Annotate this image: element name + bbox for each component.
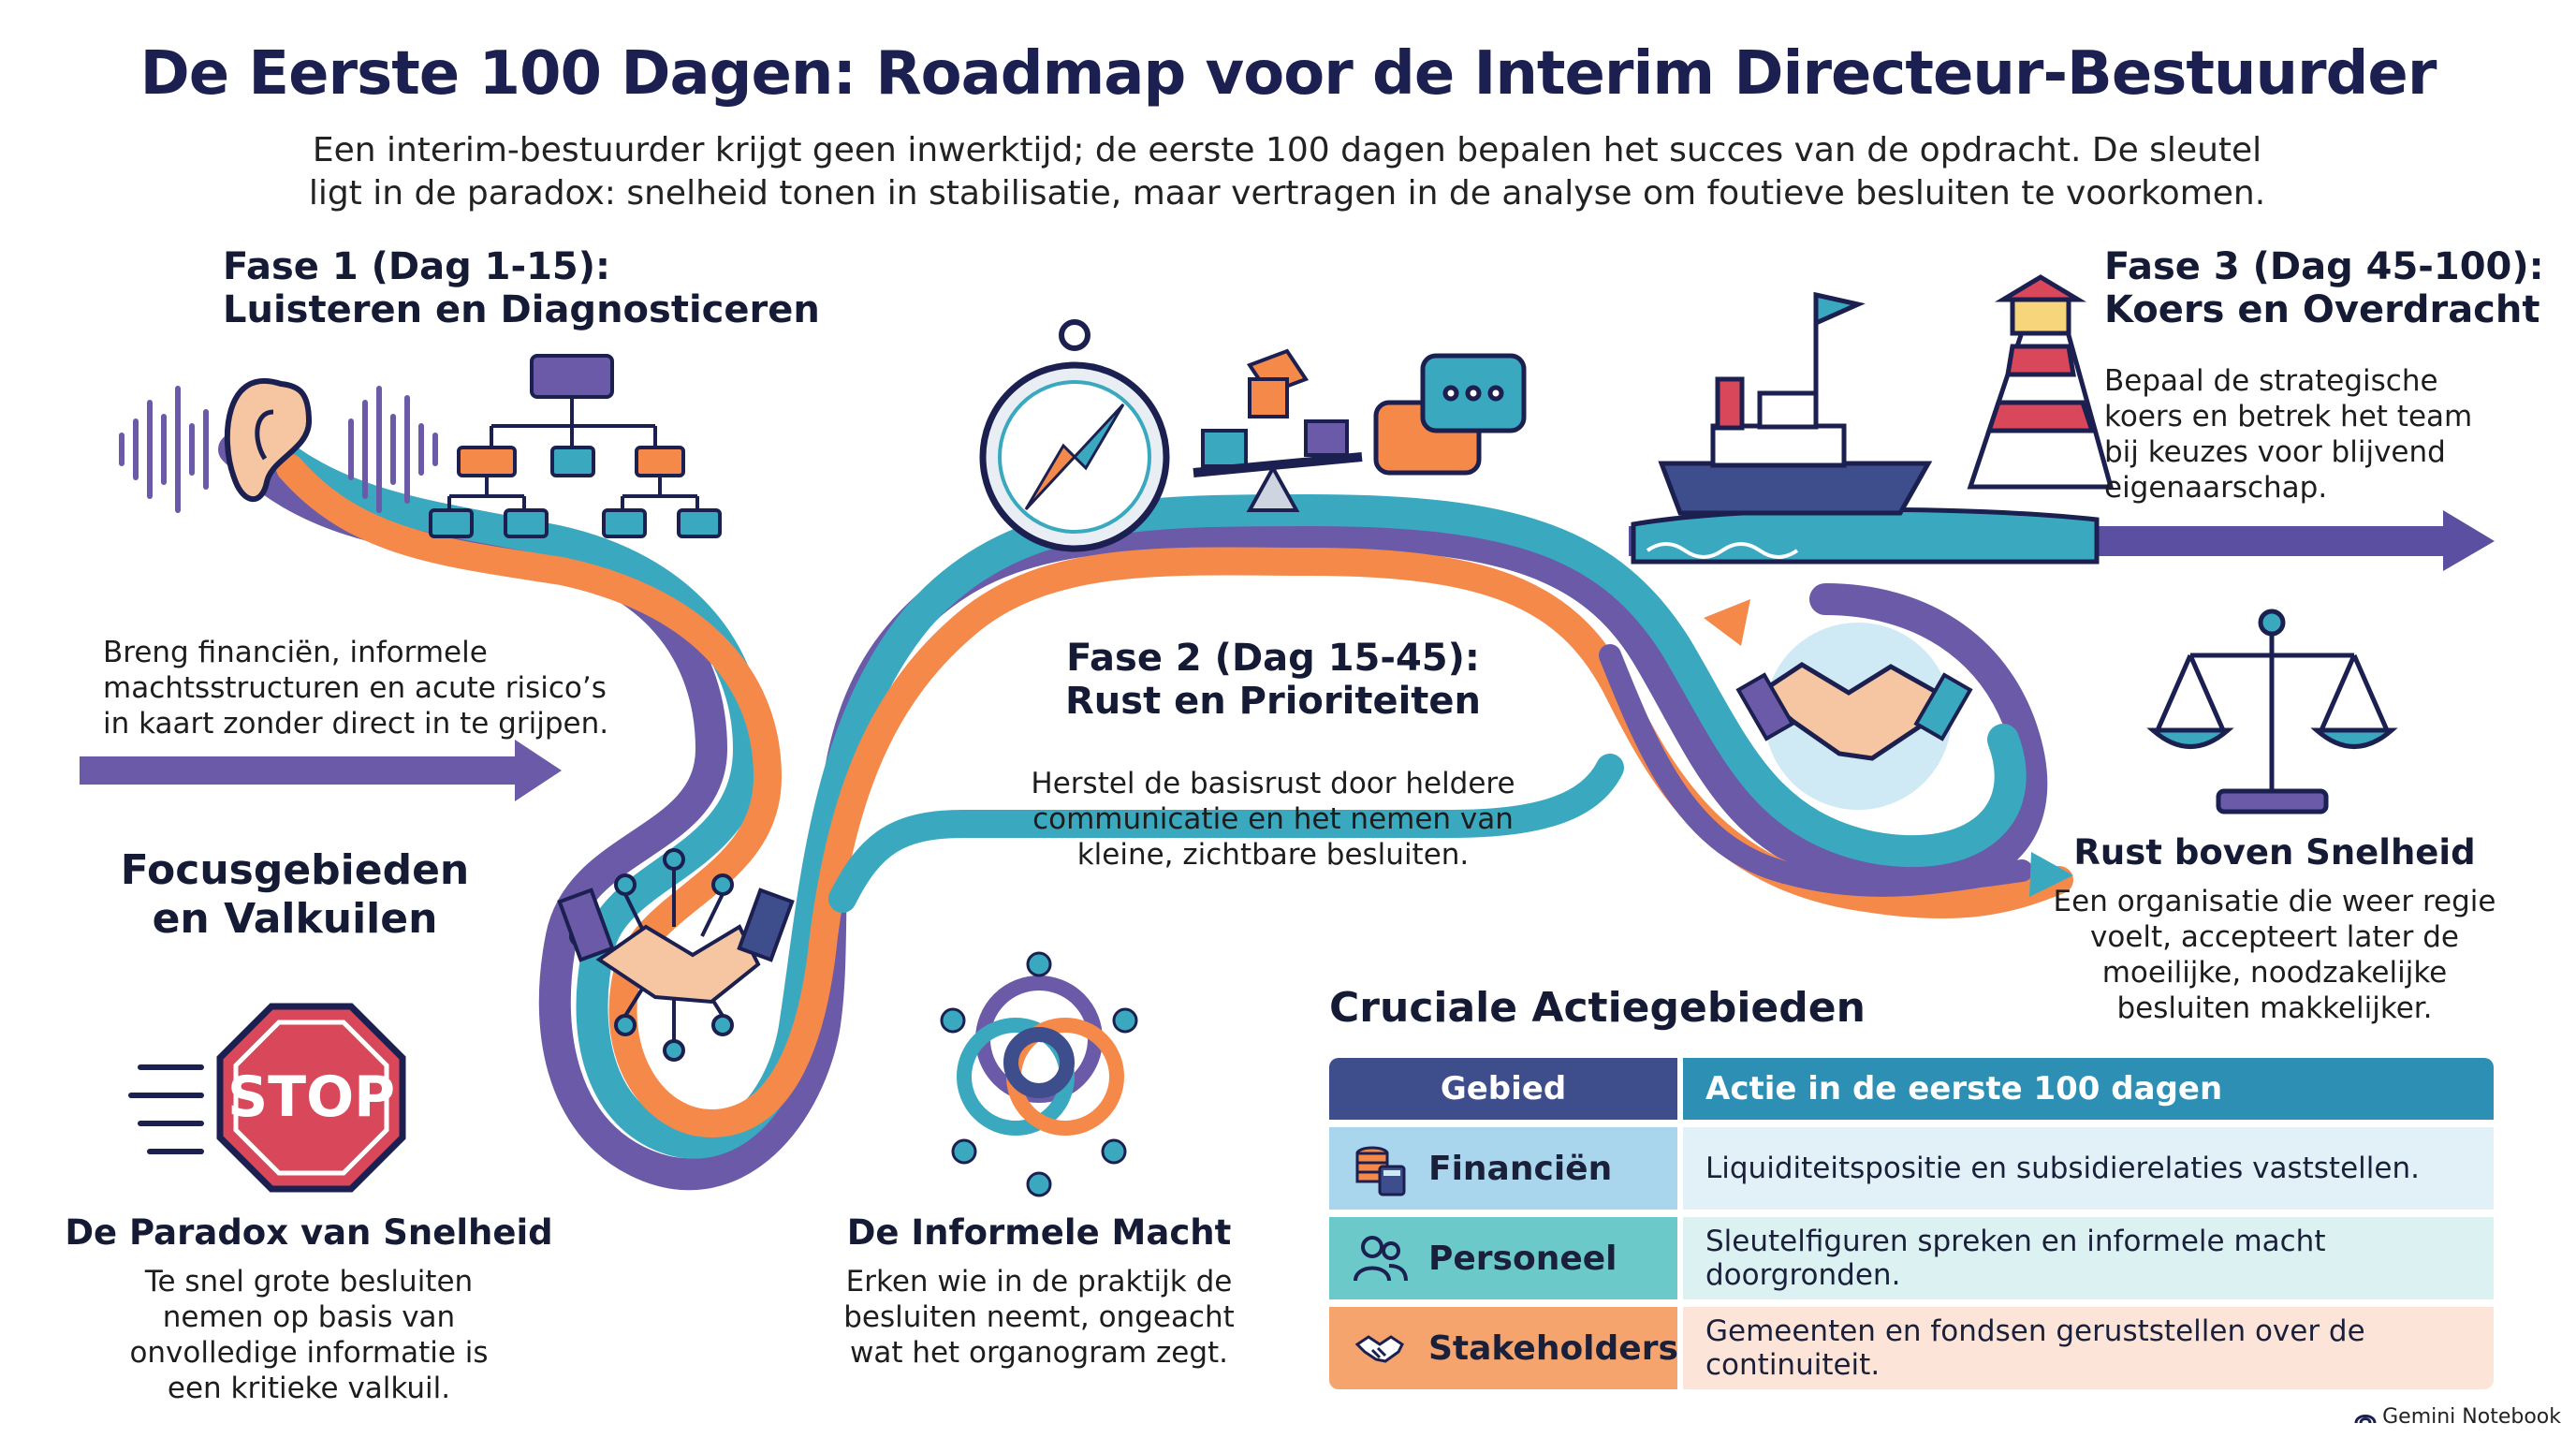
stop-sign-text: STOP (227, 1064, 396, 1130)
table-cell-area: Personeel (1329, 1217, 1677, 1299)
paradox-title: De Paradox van Snelheid (65, 1212, 553, 1253)
page-title: De Eerste 100 Dagen: Roadmap voor de Int… (139, 39, 2437, 109)
focus-heading: Focusgebieden en Valkuilen (112, 846, 477, 944)
table-col-area: Gebied (1329, 1058, 1677, 1120)
table-header-row: Gebied Actie in de eerste 100 dagen (1329, 1058, 2494, 1120)
phase1-title: Fase 1 (Dag 1-15): Luisteren en Diagnost… (223, 245, 820, 331)
table-col-action: Actie in de eerste 100 dagen (1683, 1058, 2494, 1120)
curve-arrow-head (2029, 852, 2073, 897)
table-heading: Cruciale Actiegebieden (1329, 984, 1866, 1032)
focus-heading-line1: Focusgebieden (120, 846, 470, 894)
phase3-text: Bepaal de strategische koers en betrek h… (2104, 364, 2473, 505)
brand-logo-icon (2354, 1414, 2377, 1423)
brand-label: Gemini Notebook (2354, 1405, 2561, 1429)
start-arrow (80, 740, 562, 801)
phase2-text: Herstel de basisrust door heldere commun… (1031, 767, 1515, 872)
table-row: Personeel Sleutelfiguren spreken en info… (1329, 1217, 2494, 1299)
stop-sign-icon (128, 1003, 406, 1193)
balance-blocks-icon (1193, 348, 1363, 512)
table-row: Stakeholders Gemeenten en fondsen gerust… (1329, 1307, 2494, 1389)
phase2-title-line1: Fase 2 (Dag 15-45): (1066, 637, 1480, 680)
coins-calculator-icon (1355, 1146, 1406, 1196)
phase3-title-line1: Fase 3 (Dag 45-100): (2104, 245, 2544, 288)
phase1-title-line1: Fase 1 (Dag 1-15): (223, 245, 611, 288)
handshake-network-icon (557, 848, 795, 1062)
table-action-cell: Liquiditeitspositie en subsidierelaties … (1683, 1127, 2494, 1210)
rest-text: Een organisatie die weer regie voelt, ac… (2053, 885, 2496, 1025)
paradox-text: Te snel grote besluiten nemen op basis v… (129, 1265, 489, 1405)
phase3-title-line2: Koers en Overdracht (2104, 288, 2540, 331)
chat-bubbles-icon (1373, 353, 1527, 476)
compass-icon (979, 319, 1170, 552)
phase1-text: Breng financiën, informele machtsstructu… (103, 636, 609, 741)
handshake-icon (1354, 1335, 1404, 1363)
page-subtitle: Een interim-bestuurder krijgt geen inwer… (308, 131, 2266, 213)
phase1-title-line2: Luisteren en Diagnosticeren (223, 288, 820, 331)
focus-heading-line2: en Valkuilen (152, 895, 438, 943)
brand-text: Gemini Notebook (2382, 1405, 2561, 1429)
table-action-cell: Gemeenten en fondsen geruststellen over … (1683, 1307, 2494, 1389)
handshake-circle-icon (1735, 623, 1973, 810)
ship-lighthouse-icon (1631, 274, 2115, 565)
phase2-title: Fase 2 (Dag 15-45): Rust en Prioriteiten (1030, 637, 1516, 723)
informal-text: Erken wie in de praktijk de besluiten ne… (843, 1265, 1235, 1370)
table-area-label: Stakeholders (1428, 1328, 1678, 1368)
knot-network-icon (940, 951, 1138, 1197)
action-table: Gebied Actie in de eerste 100 dagen Fina… (1329, 1058, 2494, 1397)
table-action-cell: Sleutelfiguren spreken en informele mach… (1683, 1217, 2494, 1299)
table-cell-area: Stakeholders (1329, 1307, 1678, 1389)
org-chart-icon (429, 354, 722, 538)
table-area-label: Personeel (1428, 1239, 1617, 1278)
winding-road (218, 424, 2073, 1191)
scales-icon (2146, 609, 2398, 814)
rest-title: Rust boven Snelheid (2073, 832, 2476, 873)
phase2-title-line2: Rust en Prioriteiten (1064, 680, 1482, 723)
informal-title: De Informele Macht (846, 1212, 1232, 1253)
table-area-label: Financiën (1428, 1149, 1613, 1188)
ear-icon (119, 378, 438, 513)
people-icon (1354, 1236, 1408, 1282)
table-row: Financiën Liquiditeitspositie en subsidi… (1329, 1127, 2494, 1210)
phase3-title: Fase 3 (Dag 45-100): Koers en Overdracht (2104, 245, 2544, 331)
table-cell-area: Financiën (1329, 1127, 1677, 1210)
